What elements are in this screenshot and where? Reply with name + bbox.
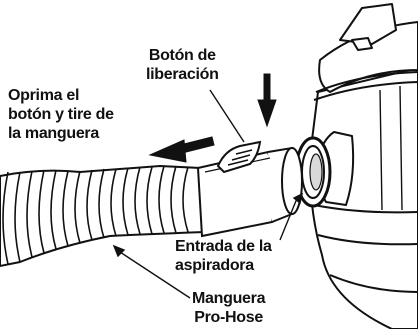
press-down-arrow (257, 73, 277, 128)
vacuum-inlet-port (294, 136, 332, 208)
instruction-label-line-3: la manguera (8, 125, 99, 142)
instruction-label-line-2: botón y tire de (8, 106, 114, 123)
hose-label-line-1: Manguera (192, 290, 266, 307)
release-button-label-line-1: Botón de (148, 47, 216, 64)
hose-label: Manguera Pro-Hose (192, 289, 265, 327)
vacuum-inlet-label-line-1: Entrada de la (175, 238, 272, 255)
release-button (216, 140, 262, 174)
leader-lines (112, 89, 304, 299)
release-button-label-line-2: liberación (146, 66, 219, 83)
vacuum-inlet-label: Entrada de la aspiradora (175, 237, 272, 275)
vacuum-canister (309, 3, 418, 329)
release-button-label: Botón de liberación (146, 46, 219, 84)
pro-hose (0, 164, 207, 268)
instruction-label-line-1: Oprima el (8, 87, 80, 104)
vacuum-inlet-label-line-2: aspiradora (175, 257, 254, 274)
pull-left-arrow (148, 136, 215, 163)
instruction-label: Oprima el botón y tire de la manguera (8, 86, 114, 143)
hose-label-line-2: Pro-Hose (194, 309, 263, 326)
